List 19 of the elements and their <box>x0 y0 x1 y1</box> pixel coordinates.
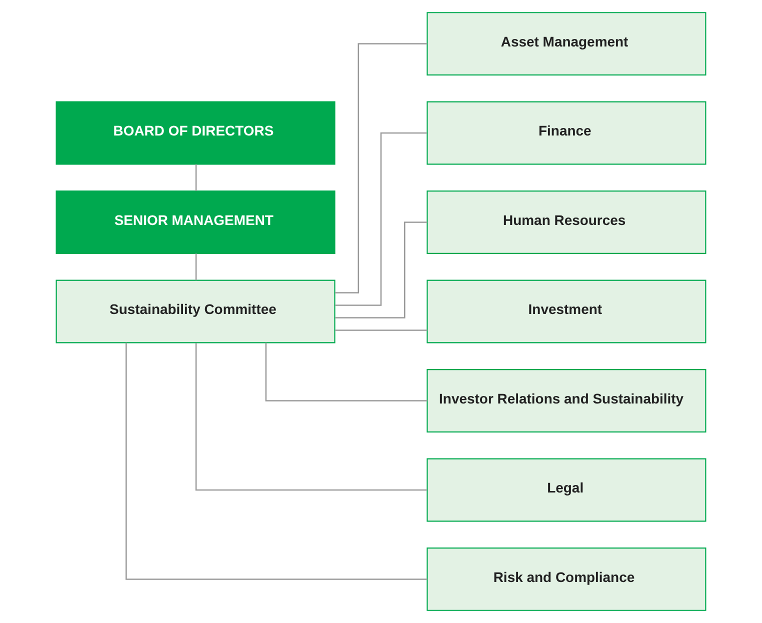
connector <box>335 222 428 318</box>
node-box: Finance <box>426 101 706 165</box>
node-box: Asset Management <box>426 12 706 76</box>
node-box: Human Resources <box>426 190 706 254</box>
node-box: BOARD OF DIRECTORS <box>56 101 336 165</box>
connector <box>195 253 197 280</box>
node-box: Investment <box>426 280 706 344</box>
node-box: Investor Relations and Sustainability <box>426 369 706 432</box>
connector <box>335 132 427 306</box>
node-box: Sustainability Committee <box>56 280 336 344</box>
connector <box>126 342 428 580</box>
connector <box>335 43 428 294</box>
node-box: SENIOR MANAGEMENT <box>56 190 336 254</box>
connector <box>265 342 428 402</box>
node-box: Risk and Compliance <box>426 548 706 611</box>
node-box: Legal <box>426 458 706 522</box>
connector <box>195 343 427 491</box>
connector <box>195 164 197 191</box>
connector <box>335 330 428 331</box>
